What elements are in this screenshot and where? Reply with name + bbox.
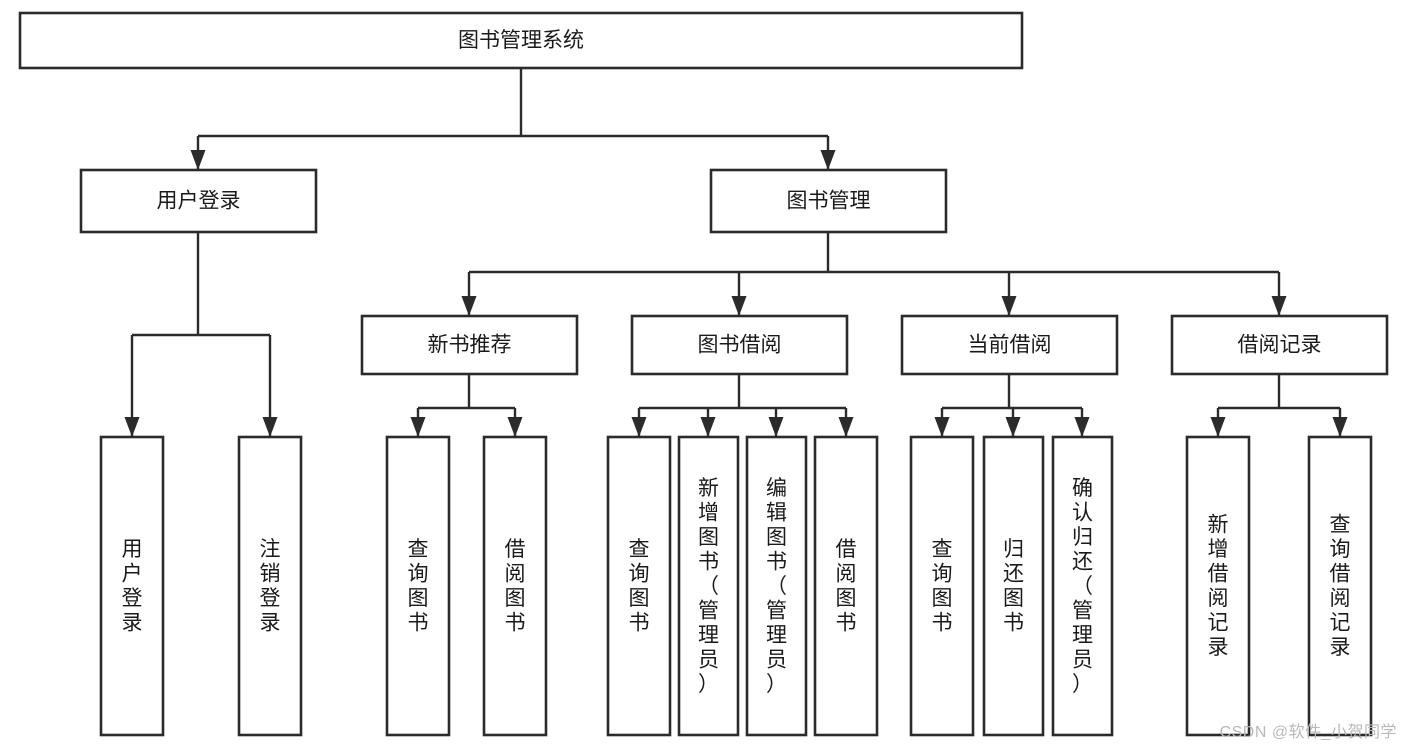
node-leaf-logout[interactable]: 注销登录 [237,435,303,737]
node-box [630,314,849,376]
arrow-head-icon [1001,296,1017,316]
arrow-head-icon [1005,417,1021,437]
arrow-head-icon [631,417,647,437]
node-leaf-query-record[interactable]: 查询借阅记录 [1307,435,1373,737]
node-new-book-rec[interactable]: 新书推荐 [360,314,579,376]
node-label: 当前借阅 [968,334,1052,357]
node-leaf-confirm-return[interactable]: 确认归还（管理员） [1051,435,1114,737]
arrow-head-icon [190,150,206,170]
node-label: 借阅图书 [836,538,857,635]
node-label: 查询图书 [629,538,650,635]
node-label: 编辑图书（管理员） [766,477,787,696]
node-box [18,11,1024,70]
arrow-head-icon [820,150,836,170]
node-box [1170,314,1389,376]
node-box [1307,435,1373,737]
connector-bookmanage-to-level2 [461,232,1287,316]
nodes-layer: 图书管理系统用户登录图书管理新书推荐图书借阅当前借阅借阅记录用户登录注销登录查询… [18,11,1389,737]
arrow-head-icon [731,296,747,316]
arrow-head-icon [1271,296,1287,316]
node-box [709,168,948,234]
node-box [99,435,165,737]
node-label: 新增图书（管理员） [698,477,719,696]
arrow-head-icon [262,417,278,437]
node-box [79,168,318,234]
connector-borrowrecord-to-leaves [1210,374,1348,437]
arrow-head-icon [507,417,523,437]
node-leaf-add-book[interactable]: 新增图书（管理员） [677,435,740,737]
node-current-borrow[interactable]: 当前借阅 [900,314,1119,376]
node-label: 确认归还（管理员） [1072,477,1093,696]
node-label: 图书管理 [787,190,871,213]
node-box [482,435,548,737]
node-book-borrow[interactable]: 图书借阅 [630,314,849,376]
node-box [745,435,808,737]
arrow-head-icon [838,417,854,437]
node-box [1185,435,1251,737]
node-label: 归还图书 [1003,538,1024,635]
node-box [982,435,1045,737]
arrow-head-icon [1074,417,1090,437]
node-borrow-record[interactable]: 借阅记录 [1170,314,1389,376]
node-box [385,435,451,737]
node-label: 查询图书 [408,538,429,635]
node-box [813,435,879,737]
node-label: 借阅图书 [505,538,526,635]
node-label: 新书推荐 [428,334,512,357]
arrow-head-icon [1332,417,1348,437]
node-box [1051,435,1114,737]
arrow-head-icon [124,417,140,437]
node-box [237,435,303,737]
node-box [360,314,579,376]
node-label: 查询借阅记录 [1330,514,1351,660]
arrow-head-icon [934,417,950,437]
node-label: 注销登录 [260,538,281,635]
node-label: 新增借阅记录 [1208,514,1229,660]
arrow-head-icon [1210,417,1226,437]
connector-bookborrow-to-leaves [631,374,854,437]
node-label: 图书借阅 [698,334,782,357]
node-leaf-query-book-rec[interactable]: 查询图书 [385,435,451,737]
node-leaf-edit-book[interactable]: 编辑图书（管理员） [745,435,808,737]
node-leaf-user-login[interactable]: 用户登录 [99,435,165,737]
node-box [909,435,975,737]
node-root[interactable]: 图书管理系统 [18,11,1024,70]
node-label: 用户登录 [122,538,143,635]
node-label: 用户登录 [157,190,241,213]
connector-userlogin-to-leaves [124,232,278,437]
arrow-head-icon [700,417,716,437]
arrow-head-icon [410,417,426,437]
connector-newbook-to-leaves [410,374,523,437]
node-leaf-query-book-cb[interactable]: 查询图书 [909,435,975,737]
connector-root-to-level1 [190,68,836,170]
arrow-head-icon [461,296,477,316]
arrow-head-icon [768,417,784,437]
node-leaf-return-book[interactable]: 归还图书 [982,435,1045,737]
connector-currentborrow-to-leaves [934,374,1090,437]
node-leaf-borrow-book-br[interactable]: 借阅图书 [813,435,879,737]
csdn-watermark: CSDN @软件_小贺同学 [1219,724,1397,741]
connectors-layer [124,68,1348,437]
node-leaf-add-record[interactable]: 新增借阅记录 [1185,435,1251,737]
node-box [606,435,672,737]
node-book-manage[interactable]: 图书管理 [709,168,948,234]
node-label: 查询图书 [932,538,953,635]
node-leaf-query-book-br[interactable]: 查询图书 [606,435,672,737]
node-user-login[interactable]: 用户登录 [79,168,318,234]
node-box [900,314,1119,376]
node-label: 借阅记录 [1238,334,1322,357]
node-leaf-borrow-book-rec[interactable]: 借阅图书 [482,435,548,737]
node-label: 图书管理系统 [458,29,584,52]
node-box [677,435,740,737]
